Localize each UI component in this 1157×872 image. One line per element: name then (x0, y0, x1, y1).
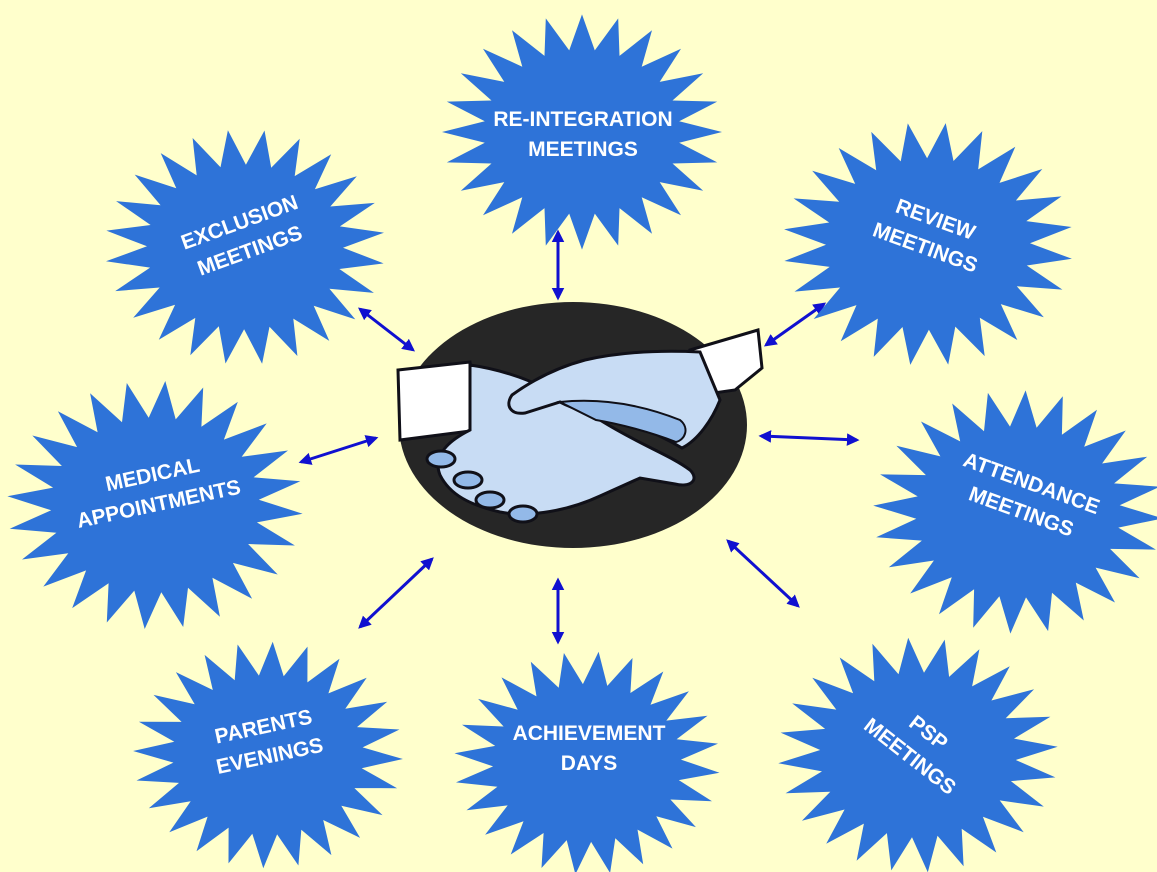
burst-exclusion: EXCLUSIONMEETINGS (106, 130, 384, 364)
burst-parents: PARENTSEVENINGS (133, 641, 403, 869)
burst-shape (106, 130, 384, 364)
arrow-psp (726, 539, 800, 608)
handshake-icon (396, 302, 764, 548)
burst-label-line: DAYS (561, 752, 617, 775)
burst-shape (454, 651, 720, 872)
burst-shape (778, 637, 1058, 872)
burst-achievement: ACHIEVEMENT DAYS (454, 651, 720, 872)
arrow-parents (358, 557, 434, 629)
burst-shape (133, 641, 403, 869)
burst-medical: MEDICALAPPOINTMENTS (7, 381, 303, 629)
burst-review: REVIEWMEETINGS (784, 123, 1072, 365)
knuckle (507, 504, 539, 524)
burst-label: ACHIEVEMENT DAYS (513, 722, 666, 775)
burst-reintegration: RE-INTEGRATION MEETINGS (442, 14, 722, 250)
burst-shape (442, 14, 722, 250)
left-sleeve (396, 360, 480, 442)
burst-label-line: RE-INTEGRATION (493, 108, 672, 131)
burst-shape (7, 381, 303, 629)
arrows-group (298, 229, 860, 645)
hand-shading (556, 399, 687, 444)
arrow-medical (298, 435, 379, 465)
arrow-review (763, 302, 827, 347)
knuckle (474, 490, 506, 510)
knuckle (452, 470, 484, 490)
knuckle (425, 449, 457, 469)
burst-shape (784, 123, 1072, 365)
burst-psp: PSPMEETINGS (778, 637, 1058, 872)
burst-shape (873, 390, 1157, 634)
arrow-attendance (758, 430, 860, 446)
burst-label-line: ACHIEVEMENT (513, 722, 666, 745)
burst-attendance: ATTENDANCEMEETINGS (873, 390, 1157, 634)
arrow-exclusion (358, 307, 415, 352)
burst-label: RE-INTEGRATION MEETINGS (493, 108, 672, 161)
bursts-group: RE-INTEGRATION MEETINGS REVIEWMEETINGS ATTE… (7, 14, 1157, 872)
burst-label-line: MEETINGS (528, 138, 638, 161)
